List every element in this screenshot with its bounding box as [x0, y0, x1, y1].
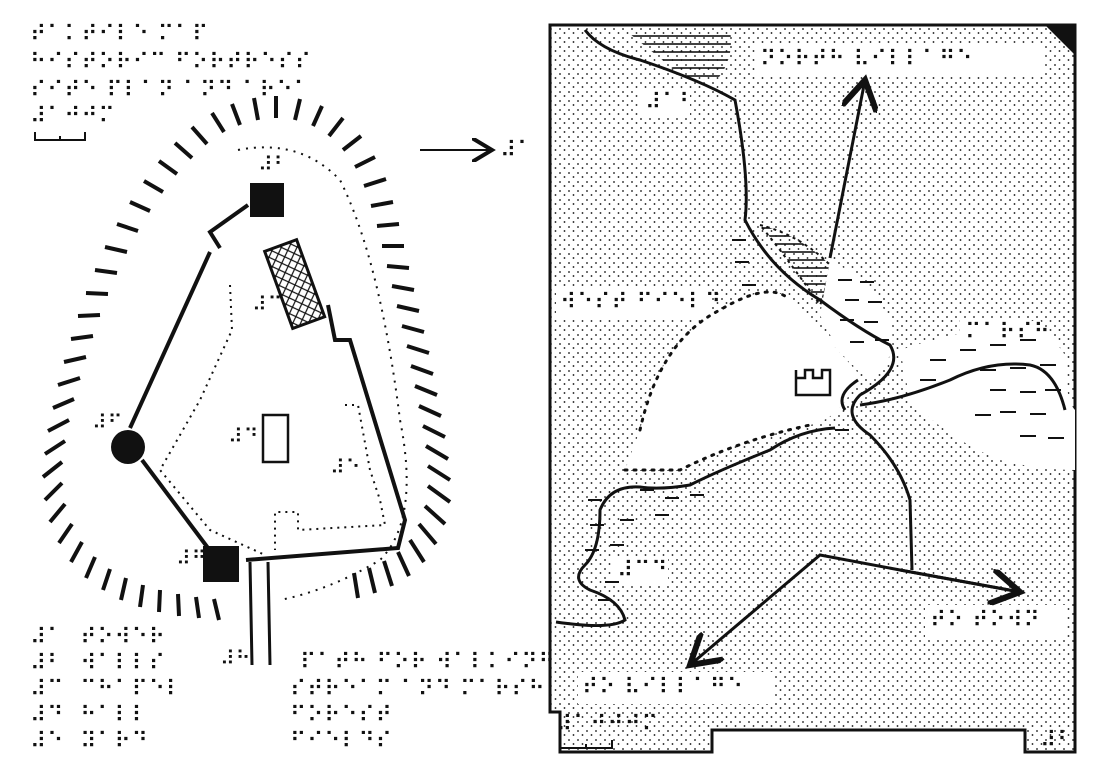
legend-right-header: ⠏⠁⠞⠓ ⠋⠕⠗ ⠺⠁⠇⠅⠊⠝⠛ [300, 650, 556, 675]
legend-row-3: ⠼⠉ ⠉⠓⠁⠏⠑⠇ [30, 677, 183, 702]
chapel-label: ⠼⠉ [252, 292, 284, 316]
gate-passage [248, 561, 272, 666]
hatched-area-top [625, 30, 731, 82]
scale-bar-right [559, 740, 613, 749]
stream [583, 29, 914, 571]
central-hall [261, 413, 290, 464]
tower-north-label: ⠼⠃ [258, 152, 290, 176]
round-tower [111, 430, 145, 464]
scale-bar-left [34, 132, 86, 141]
inner-dotted-boundary [158, 284, 266, 556]
chapel-building [262, 237, 327, 331]
legend-right-line-1: ⠎⠞⠗⠑⠁⠍ ⠁⠝⠙ ⠍⠁⠗⠎⠓ [290, 677, 546, 702]
embankment-hachures [41, 96, 452, 621]
label-east-marsh: ⠍⠁⠗⠎⠓ [965, 320, 1051, 345]
label-top-left-num: ⠼⠁⠃ [645, 90, 697, 115]
round-tower-label: ⠼⠋ [92, 410, 124, 434]
area-map [548, 23, 1077, 754]
arrow-ref-label: ⠼⠁ [500, 138, 535, 163]
legend-row-1: ⠼⠁ ⠞⠕⠺⠑⠗ [30, 625, 166, 650]
title-line-1: ⠞⠁⠅⠞⠊⠇⠑ ⠍⠁⠏ [30, 22, 210, 47]
label-west-field: ⠺⠑⠎⠞ ⠋⠊⠑⠇⠙ [560, 290, 723, 315]
outer-path [237, 146, 408, 601]
scale-text-left: ⠼⠁⠚⠚⠍ [30, 104, 116, 129]
label-east-road: ⠞⠕ ⠞⠕⠺⠝ [930, 608, 1041, 633]
stream-east [859, 362, 1067, 411]
tower-south-label: ⠼⠛ [176, 546, 208, 570]
legend-row-4: ⠼⠙ ⠓⠁⠇⠇ [30, 703, 149, 728]
label-south-road: ⠞⠕ ⠧⠊⠇⠇⠁⠛⠑ [582, 675, 745, 700]
label-south-num: ⠼⠉⠙ [617, 558, 669, 583]
gate-label: ⠼⠓ [220, 646, 252, 670]
fortress-plan [34, 96, 492, 666]
east-yard-label: ⠼⠑ [330, 455, 362, 479]
stream-west [555, 426, 836, 628]
path-north [828, 80, 865, 259]
marsh-areas [585, 239, 1075, 601]
title-line-2: ⠓⠊⠎⠞⠕⠗⠊⠉ ⠋⠕⠗⠞⠗⠑⠎⠎ [30, 50, 312, 75]
hatched-area-middle [757, 223, 832, 307]
legend-right-line-3: ⠋⠊⠑⠇⠙⠎ [290, 729, 393, 754]
legend-row-5: ⠼⠑ ⠽⠁⠗⠙ [30, 729, 149, 754]
castle-clearing [625, 292, 860, 470]
legend-right-line-2: ⠋⠕⠗⠑⠎⠞ [290, 703, 393, 728]
label-north-village: ⠝⠕⠗⠞⠓ ⠧⠊⠇⠇⠁⠛⠑ [760, 47, 974, 72]
tower-north [250, 183, 284, 217]
page-number: ⠼⠃ [1040, 728, 1075, 753]
title-line-3: ⠎⠊⠞⠑ ⠏⠇⠁⠝ ⠁⠝⠙ ⠁⠗⠑⠁ [30, 78, 311, 103]
central-hall-label: ⠼⠙ [228, 424, 260, 448]
legend-row-2: ⠼⠃ ⠺⠁⠇⠇⠎ [30, 651, 166, 676]
scale-text-right: ⠼⠁⠚⠚⠚⠍ [556, 712, 659, 737]
tower-south [203, 546, 239, 582]
fortress-walls [128, 203, 408, 562]
castle-symbol [794, 368, 832, 397]
